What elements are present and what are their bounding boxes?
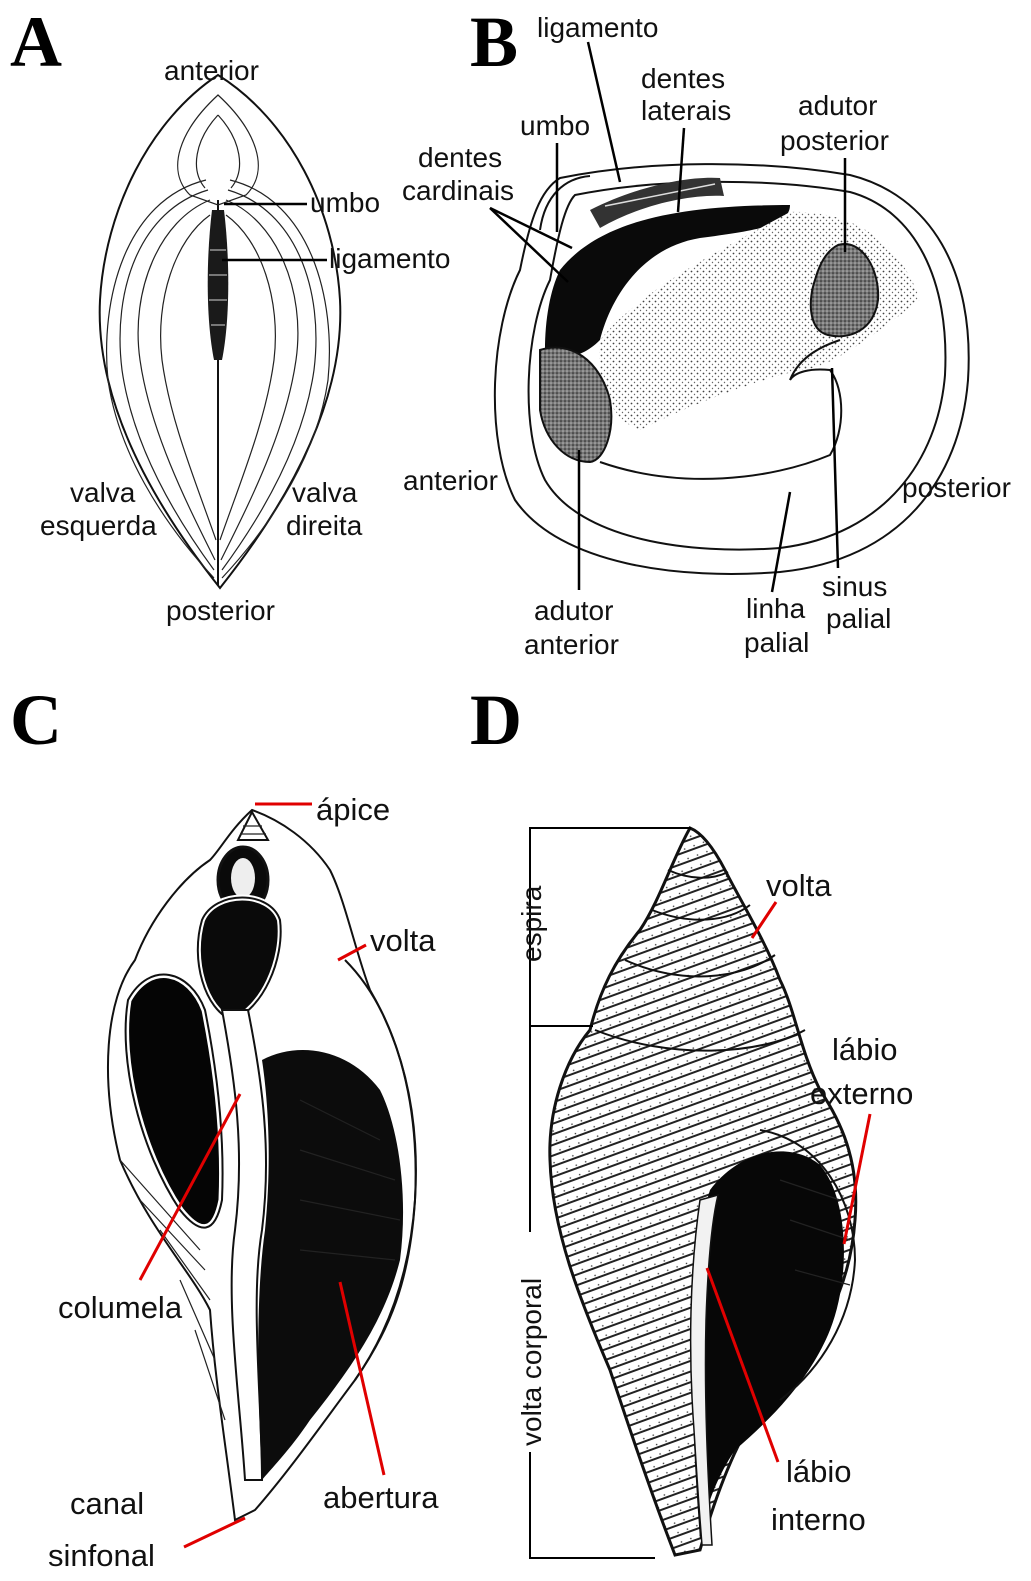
label-d-labio-externo-1: lábio bbox=[832, 1032, 898, 1067]
label-b-adutor-anterior-2: anterior bbox=[524, 629, 619, 660]
label-a-valva-direita-2: direita bbox=[286, 510, 363, 541]
panel-letter-d: D bbox=[470, 680, 522, 760]
label-d-espira: espira bbox=[516, 885, 547, 962]
label-a-valva-esquerda-2: esquerda bbox=[40, 510, 157, 541]
leader-c-canal-sinfonal bbox=[184, 1518, 245, 1547]
label-b-adutor-anterior-1: adutor bbox=[534, 595, 613, 626]
label-b-umbo: umbo bbox=[520, 110, 590, 141]
panel-c: C ápice volta bbox=[10, 680, 439, 1573]
leader-b-ligamento bbox=[588, 42, 620, 182]
label-d-labio-externo-2: externo bbox=[810, 1076, 913, 1111]
label-b-dentes-laterais-1: dentes bbox=[641, 63, 725, 94]
label-a-valva-esquerda-1: valva bbox=[70, 477, 136, 508]
leader-c-volta bbox=[338, 945, 366, 960]
label-b-sinus-palial-1: sinus bbox=[822, 571, 887, 602]
label-a-anterior: anterior bbox=[164, 55, 259, 86]
gastropod-exterior-illustration bbox=[550, 828, 856, 1555]
label-d-volta: volta bbox=[766, 868, 832, 903]
label-d-labio-interno-2: interno bbox=[771, 1502, 866, 1537]
label-c-volta: volta bbox=[370, 923, 436, 958]
leader-b-dentes-laterais bbox=[678, 128, 684, 212]
leader-b-dentes-cardinais-1 bbox=[490, 208, 572, 248]
label-b-linha-palial-2: palial bbox=[744, 627, 809, 658]
label-b-sinus-palial-2: palial bbox=[826, 603, 891, 634]
leader-b-sinus-palial bbox=[832, 368, 838, 568]
panel-letter-b: B bbox=[470, 2, 518, 82]
panel-letter-a: A bbox=[10, 2, 62, 82]
label-b-adutor-posterior-2: posterior bbox=[780, 125, 889, 156]
panel-a: A anterior umbo ligamento bbox=[10, 2, 450, 626]
label-b-anterior: anterior bbox=[403, 465, 498, 496]
bivalve-interior-illustration bbox=[495, 164, 969, 574]
label-a-valva-direita-1: valva bbox=[292, 477, 358, 508]
label-c-abertura: abertura bbox=[323, 1480, 439, 1515]
label-b-adutor-posterior-1: adutor bbox=[798, 90, 877, 121]
label-a-posterior: posterior bbox=[166, 595, 275, 626]
label-d-labio-interno-1: lábio bbox=[786, 1454, 852, 1489]
label-b-linha-palial-1: linha bbox=[746, 593, 806, 624]
leader-b-linha-palial bbox=[772, 492, 790, 592]
label-b-ligamento: ligamento bbox=[537, 12, 658, 43]
label-c-columela: columela bbox=[58, 1290, 183, 1325]
label-b-dentes-cardinais-1: dentes bbox=[418, 142, 502, 173]
panel-d: D espira volta corporal volta lábio ext bbox=[470, 680, 913, 1558]
leader-d-volta bbox=[752, 902, 776, 938]
label-a-ligamento: ligamento bbox=[329, 243, 450, 274]
label-b-dentes-laterais-2: laterais bbox=[641, 95, 731, 126]
label-a-umbo: umbo bbox=[310, 187, 380, 218]
panel-letter-c: C bbox=[10, 680, 62, 760]
label-c-apice: ápice bbox=[316, 792, 390, 827]
label-b-posterior: posterior bbox=[902, 472, 1011, 503]
panel-b: B ligamento dentes laterais umbo d bbox=[402, 2, 1011, 660]
label-c-canal-sinfonal-1: canal bbox=[70, 1486, 144, 1521]
label-b-dentes-cardinais-2: cardinais bbox=[402, 175, 514, 206]
label-c-canal-sinfonal-2: sinfonal bbox=[48, 1538, 155, 1573]
label-d-volta-corporal: volta corporal bbox=[516, 1278, 547, 1446]
